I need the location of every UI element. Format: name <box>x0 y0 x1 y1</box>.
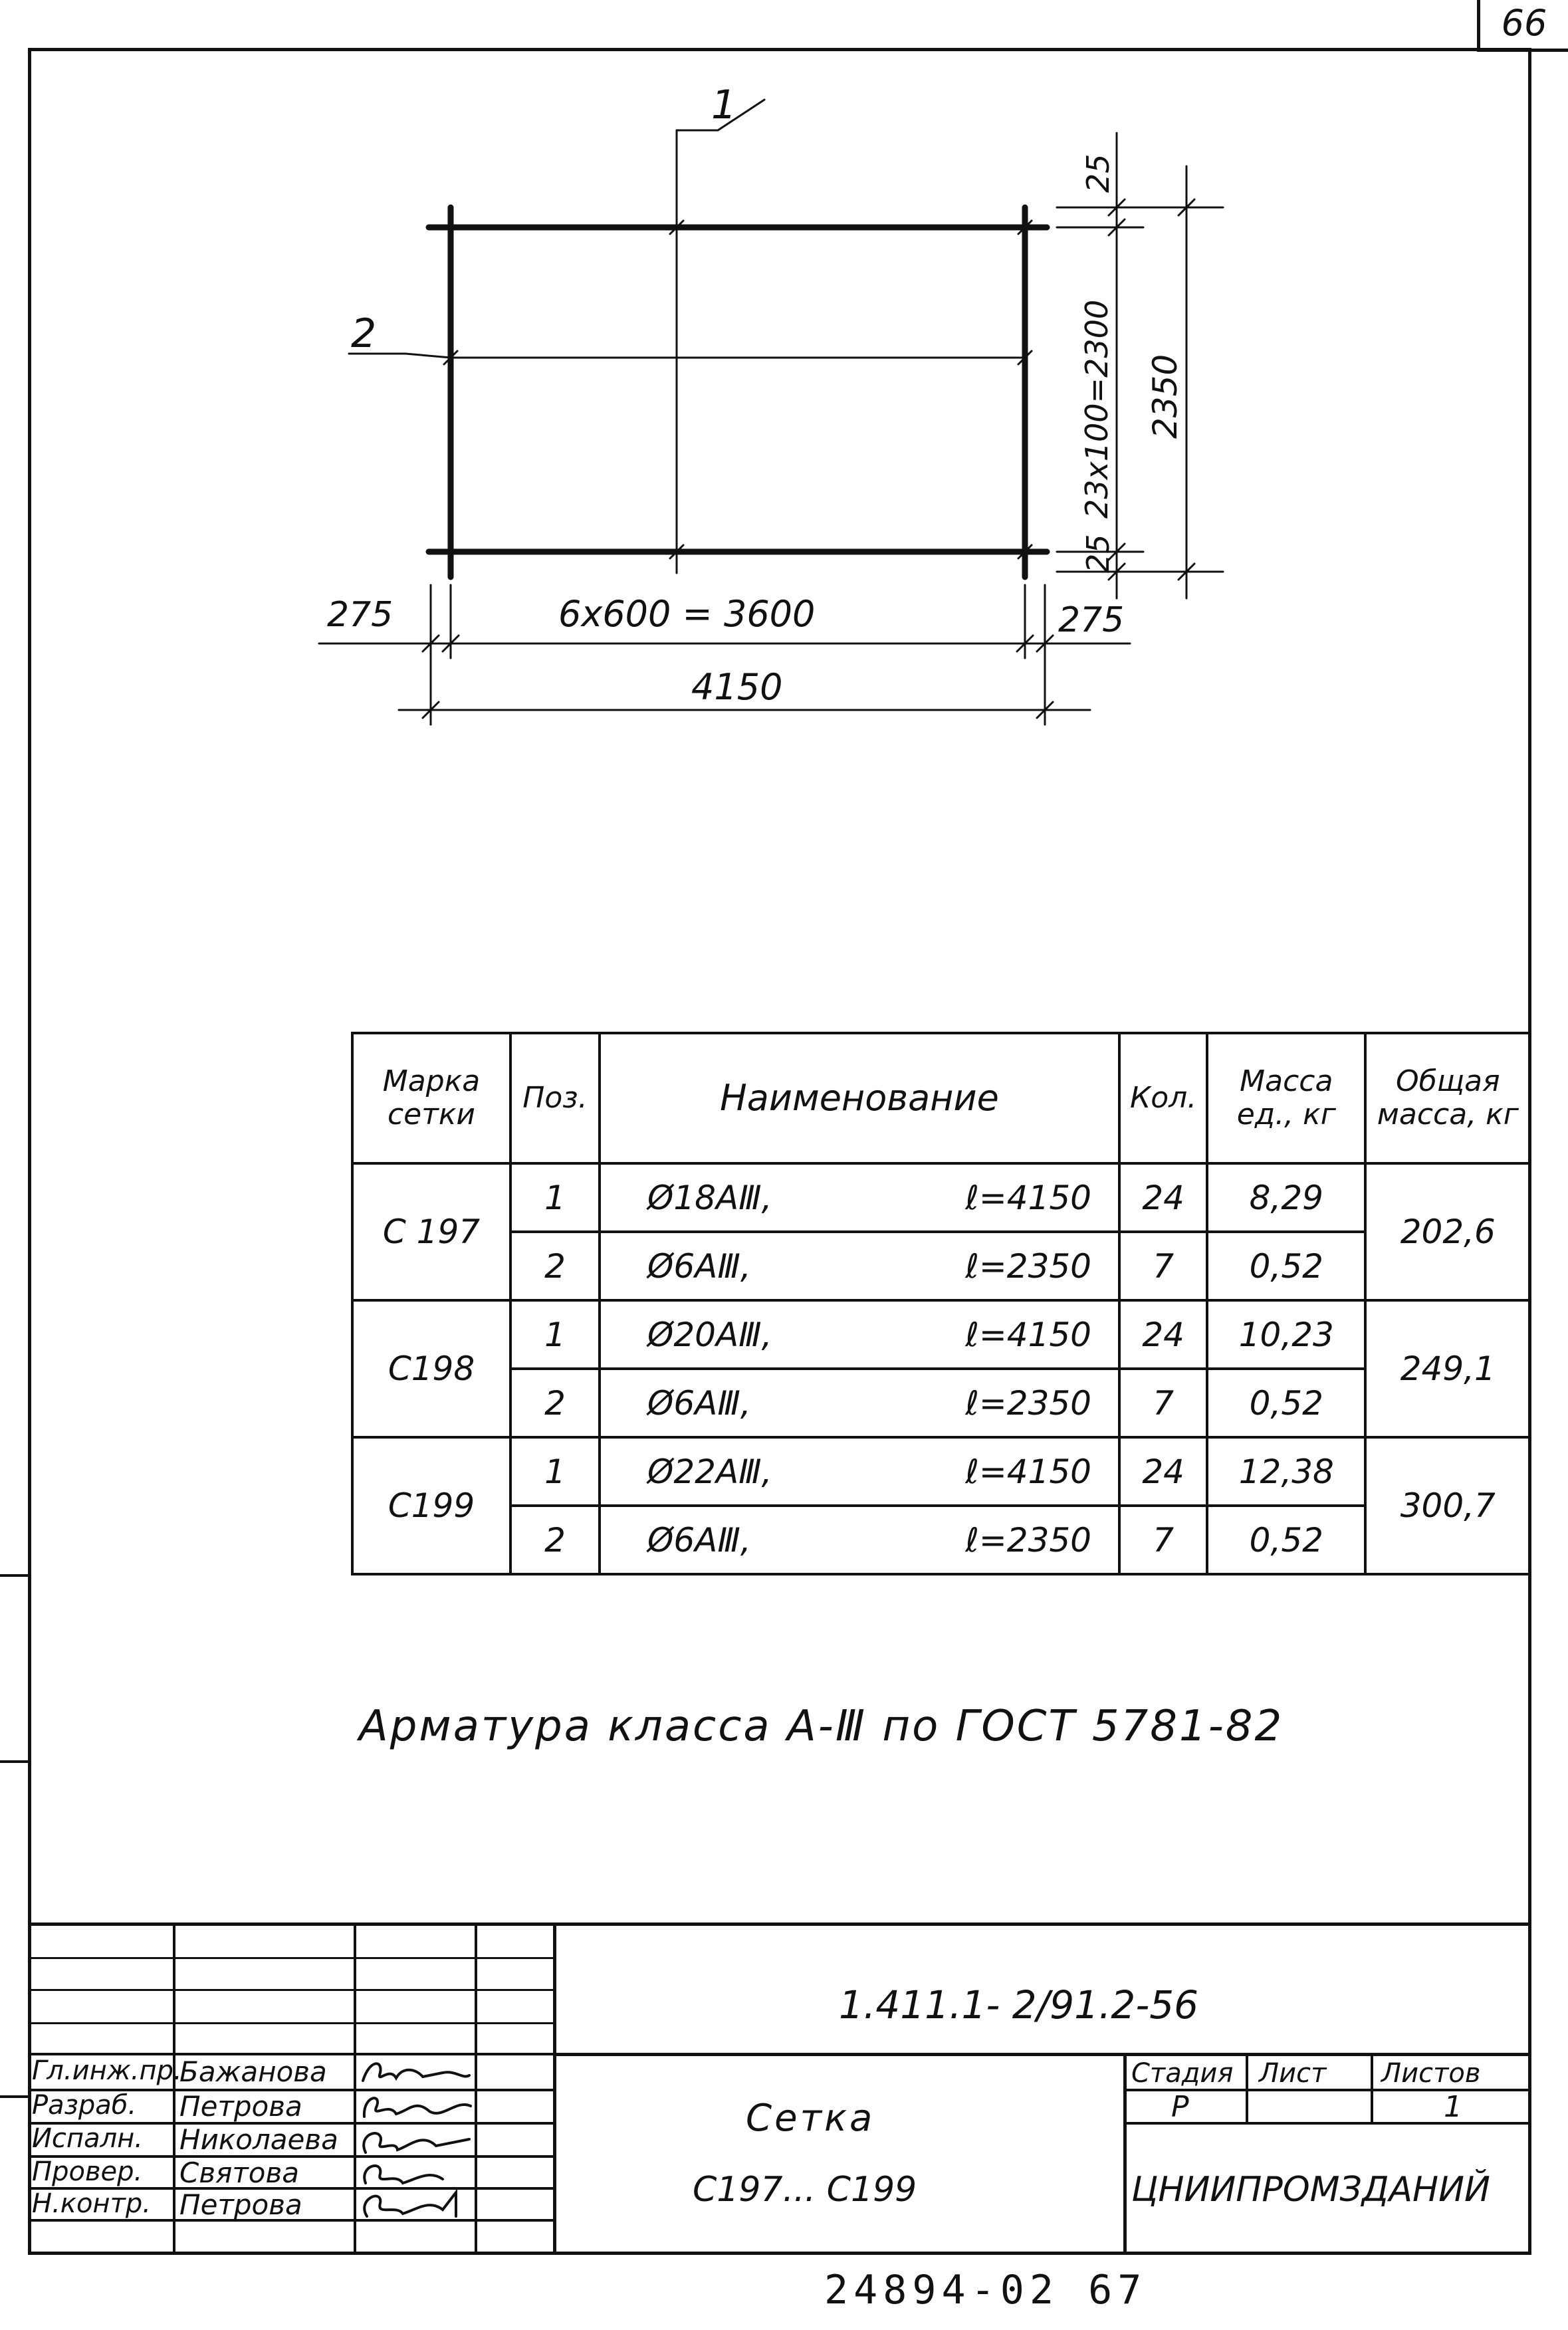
header-mark: Марка сетки <box>351 1032 512 1165</box>
cell-unit-mass: 0,52 <box>1206 1367 1367 1439</box>
table-header-row: Марка сетки Поз. Наименование Кол. Масса… <box>351 1032 1532 1165</box>
cell-pos: 1 <box>509 1162 601 1233</box>
table-row: 2 Ø6АⅢ,ℓ=2350 7 0,52 <box>352 1230 1530 1302</box>
cell-qty: 24 <box>1117 1162 1209 1233</box>
cell-total-mass: 300,7 <box>1364 1436 1532 1575</box>
cell-qty: 24 <box>1117 1299 1209 1370</box>
dim-right-overhang: 275 <box>1058 600 1124 640</box>
table-row: С199 1 Ø22АⅢ,ℓ=4150 24 12,38 300,7 <box>351 1436 1532 1575</box>
signature-scribbles <box>362 2062 472 2218</box>
sig-name: Святова <box>179 2156 299 2189</box>
dim-inner-span: 6x600 = 3600 <box>558 593 815 635</box>
cell-name: Ø22АⅢ,ℓ=4150 <box>598 1436 1121 1507</box>
sig-role: Испалн. <box>32 2123 144 2154</box>
cell-name: Ø18АⅢ,ℓ=4150 <box>598 1162 1121 1233</box>
stage-value: Р <box>1171 2090 1189 2124</box>
cell-pos: 2 <box>509 1230 601 1302</box>
cell-name: Ø6АⅢ,ℓ=2350 <box>598 1504 1121 1575</box>
cell-pos: 2 <box>509 1504 601 1575</box>
header-pos: Поз. <box>509 1032 601 1165</box>
cell-mark: С198 <box>351 1299 512 1439</box>
specification-table: Марка сетки Поз. Наименование Кол. Масса… <box>351 1032 1532 1575</box>
dim-inner-height: 23x100=2300 <box>1079 300 1115 519</box>
binding-tick <box>0 1760 28 1763</box>
sig-name: Петрова <box>179 2090 302 2123</box>
header-unit-mass: Масса ед., кг <box>1206 1032 1367 1165</box>
dim-total-height: 2350 <box>1146 354 1184 439</box>
table-row: С 197 1 Ø18АⅢ,ℓ=4150 24 8,29 202,6 <box>351 1162 1532 1302</box>
dim-top-overhang: 25 <box>1080 154 1116 193</box>
dim-left-overhang: 275 <box>327 595 393 635</box>
dim-total-length: 4150 <box>691 666 782 708</box>
cell-unit-mass: 10,23 <box>1206 1299 1367 1370</box>
cell-mark: С 197 <box>351 1162 512 1302</box>
sig-role: Провер. <box>32 2156 143 2187</box>
cell-name: Ø6АⅢ,ℓ=2350 <box>598 1367 1121 1439</box>
document-code: 1.411.1- 2/91.2-56 <box>839 1982 1199 2028</box>
cell-qty: 7 <box>1117 1504 1209 1575</box>
cell-unit-mass: 8,29 <box>1206 1162 1367 1233</box>
header-name: Наименование <box>598 1032 1121 1165</box>
sheet-title: Сетка <box>746 2097 875 2140</box>
cell-qty: 7 <box>1117 1230 1209 1302</box>
organization-name: ЦНИИПРОМЗДАНИЙ <box>1131 2170 1490 2210</box>
cell-name: Ø20АⅢ,ℓ=4150 <box>598 1299 1121 1370</box>
sig-name: Бажанова <box>179 2055 327 2088</box>
cell-total-mass: 202,6 <box>1364 1162 1532 1302</box>
header-total-mass: Общая масса, кг <box>1364 1032 1532 1165</box>
table-row: С198 1 Ø20АⅢ,ℓ=4150 24 10,23 249,1 <box>351 1299 1532 1439</box>
title-block: 1.411.1- 2/91.2-56 Сетка С197... С199 Ст… <box>28 1922 1531 2255</box>
sig-name: Петрова <box>179 2188 302 2221</box>
sheet-subtitle: С197... С199 <box>693 2170 917 2210</box>
sheets-value: 1 <box>1444 2090 1462 2124</box>
archive-code: 24894-02 67 <box>824 2267 1147 2313</box>
binding-tick <box>0 2095 28 2098</box>
stage-label: Стадия <box>1131 2058 1234 2089</box>
cell-pos: 2 <box>509 1367 601 1439</box>
cell-unit-mass: 0,52 <box>1206 1230 1367 1302</box>
dim-bottom-overhang: 25 <box>1080 534 1116 573</box>
table-row: 2 Ø6АⅢ,ℓ=2350 7 0,52 <box>352 1367 1530 1439</box>
cell-total-mass: 249,1 <box>1364 1299 1532 1439</box>
mesh-drawing: 1 2 275 6x600 = 3600 275 4150 25 25 23x1… <box>318 82 1224 726</box>
table-row: 2 Ø6АⅢ,ℓ=2350 7 0,52 <box>352 1504 1530 1575</box>
cell-mark: С199 <box>351 1436 512 1575</box>
cell-unit-mass: 12,38 <box>1206 1436 1367 1507</box>
cell-pos: 1 <box>509 1299 601 1370</box>
sheets-label: Листов <box>1381 2058 1481 2089</box>
sig-role: Н.контр. <box>32 2188 151 2219</box>
cell-pos: 1 <box>509 1436 601 1507</box>
sig-role: Гл.инж.пр. <box>32 2055 182 2086</box>
cell-unit-mass: 0,52 <box>1206 1504 1367 1575</box>
binding-tick <box>0 1574 28 1577</box>
cell-name: Ø6АⅢ,ℓ=2350 <box>598 1230 1121 1302</box>
cell-qty: 24 <box>1117 1436 1209 1507</box>
reinforcement-note: Арматура класса А-Ⅲ по ГОСТ 5781-82 <box>359 1702 1284 1751</box>
sheet-label: Лист <box>1259 2058 1327 2089</box>
cell-qty: 7 <box>1117 1367 1209 1439</box>
header-qty: Кол. <box>1117 1032 1209 1165</box>
sig-name: Николаева <box>179 2123 338 2156</box>
label-pos2: 2 <box>351 310 376 357</box>
label-pos1: 1 <box>711 82 736 128</box>
sig-role: Разраб. <box>32 2090 137 2121</box>
